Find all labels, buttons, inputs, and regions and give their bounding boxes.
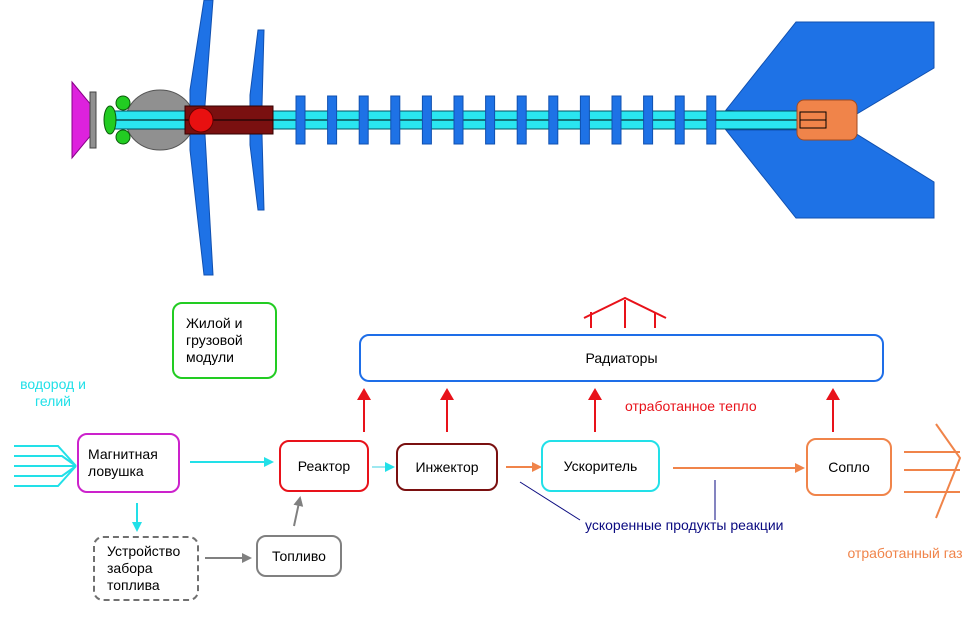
radiator-fins	[295, 95, 717, 145]
radiator-fin	[295, 95, 306, 145]
fuel-box: Топливо	[256, 535, 342, 577]
input-flow-icon	[14, 445, 77, 487]
radiator-fin	[579, 95, 590, 145]
spacecraft-illustration	[71, 0, 935, 276]
reactor-box: Реактор	[279, 440, 369, 492]
exhaust-flow-icon	[904, 423, 962, 519]
radiator-fin	[548, 95, 559, 145]
habitat-module-box: Жилой и грузовой модули	[172, 302, 277, 379]
rear-fin-lower	[724, 129, 935, 219]
reactor-core	[188, 107, 214, 133]
magnetic-trap-box: Магнитная ловушка	[77, 433, 180, 493]
radiators-box: Радиаторы	[359, 334, 884, 382]
fuel-intake-box: Устройство забора топлива	[93, 536, 199, 601]
radiator-fin	[358, 95, 369, 145]
radiator-fin	[453, 95, 464, 145]
intake-scoop	[71, 80, 93, 160]
radiator-fin	[327, 95, 338, 145]
injector-box: Инжектор	[396, 443, 498, 491]
magnetic-coil	[103, 105, 117, 135]
radiator-fin	[421, 95, 432, 145]
nozzle-block	[796, 99, 858, 141]
radiator-fin	[516, 95, 527, 145]
radiator-fin	[390, 95, 401, 145]
radiator-fin	[643, 95, 654, 145]
radiator-fin	[706, 95, 717, 145]
products-label: ускоренные продукты реакции	[585, 517, 784, 533]
fuel-to-reactor-arrow	[293, 496, 304, 527]
radiator-fin	[611, 95, 622, 145]
radiator-fin	[674, 95, 685, 145]
exhaust-label: отработанный газ	[847, 545, 963, 561]
heat-output-icon	[583, 296, 667, 328]
radiator-fin	[485, 95, 496, 145]
accelerator-box: Ускоритель	[541, 440, 660, 492]
front-fin-large	[189, 0, 214, 276]
nozzle-box: Сопло	[806, 438, 892, 496]
waste-heat-label: отработанное тепло	[625, 398, 757, 414]
input-label: водород и гелий	[20, 376, 86, 409]
